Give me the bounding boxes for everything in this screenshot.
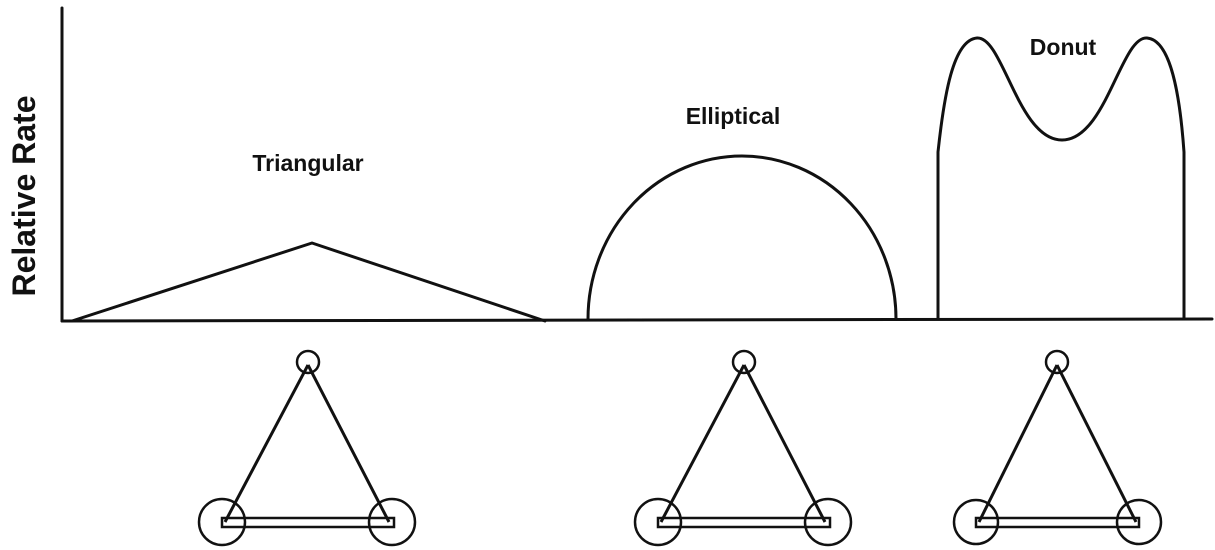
donut-label: Donut [1030, 34, 1097, 60]
elliptical-profile-curve [586, 154, 898, 321]
donut-profile-curve [936, 36, 1186, 321]
triangular-label: Triangular [252, 150, 363, 176]
y-axis-label: Relative Rate [6, 96, 42, 297]
triangle-schematic-2 [633, 349, 853, 547]
elliptical-label: Elliptical [686, 103, 781, 129]
triangle-schematic-3 [952, 349, 1163, 546]
x-axis [60, 317, 1214, 323]
triangle-schematic-1 [197, 349, 417, 547]
triangular-profile-curve [70, 241, 547, 323]
